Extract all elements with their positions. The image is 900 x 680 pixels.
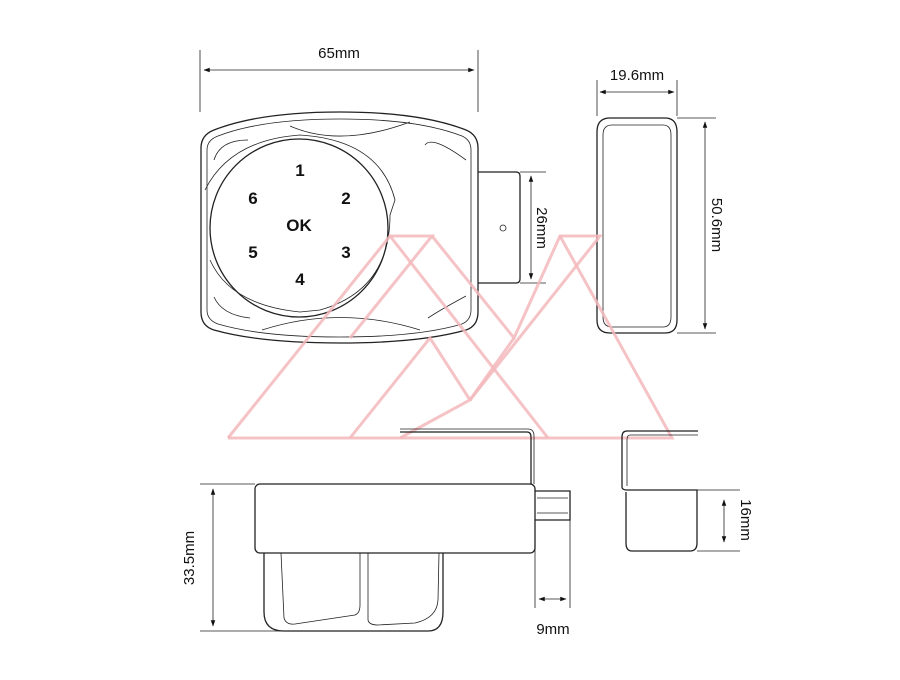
latch-plate bbox=[478, 171, 521, 284]
label-26mm: 26mm bbox=[533, 207, 550, 249]
watermark-logo bbox=[226, 234, 675, 440]
label-9mm: 9mm bbox=[536, 621, 569, 638]
label-65mm: 65mm bbox=[318, 45, 360, 62]
label-16mm: 16mm bbox=[737, 499, 754, 541]
bracket-view: 16mm bbox=[621, 430, 754, 552]
side-view: 19.6mm 50.6mm bbox=[596, 67, 725, 334]
key-1[interactable]: 1 bbox=[295, 161, 304, 180]
dimension-bolt: 9mm bbox=[534, 520, 571, 638]
bottom-view bbox=[254, 428, 571, 632]
dimension-latch: 26mm bbox=[520, 171, 550, 284]
keypad-circle bbox=[209, 138, 389, 318]
label-50-6mm: 50.6mm bbox=[708, 198, 725, 252]
key-6[interactable]: 6 bbox=[248, 189, 257, 208]
key-4[interactable]: 4 bbox=[295, 270, 305, 289]
label-33-5mm: 33.5mm bbox=[181, 531, 198, 585]
dimension-width: 65mm bbox=[199, 45, 479, 112]
key-2[interactable]: 2 bbox=[341, 189, 350, 208]
label-19-6mm: 19.6mm bbox=[610, 67, 664, 84]
key-3[interactable]: 3 bbox=[341, 243, 350, 262]
key-ok[interactable]: OK bbox=[286, 216, 312, 235]
front-view: 1 2 3 4 5 6 OK bbox=[200, 111, 521, 344]
key-5[interactable]: 5 bbox=[248, 243, 257, 262]
dimension-depth: 33.5mm bbox=[181, 483, 284, 632]
